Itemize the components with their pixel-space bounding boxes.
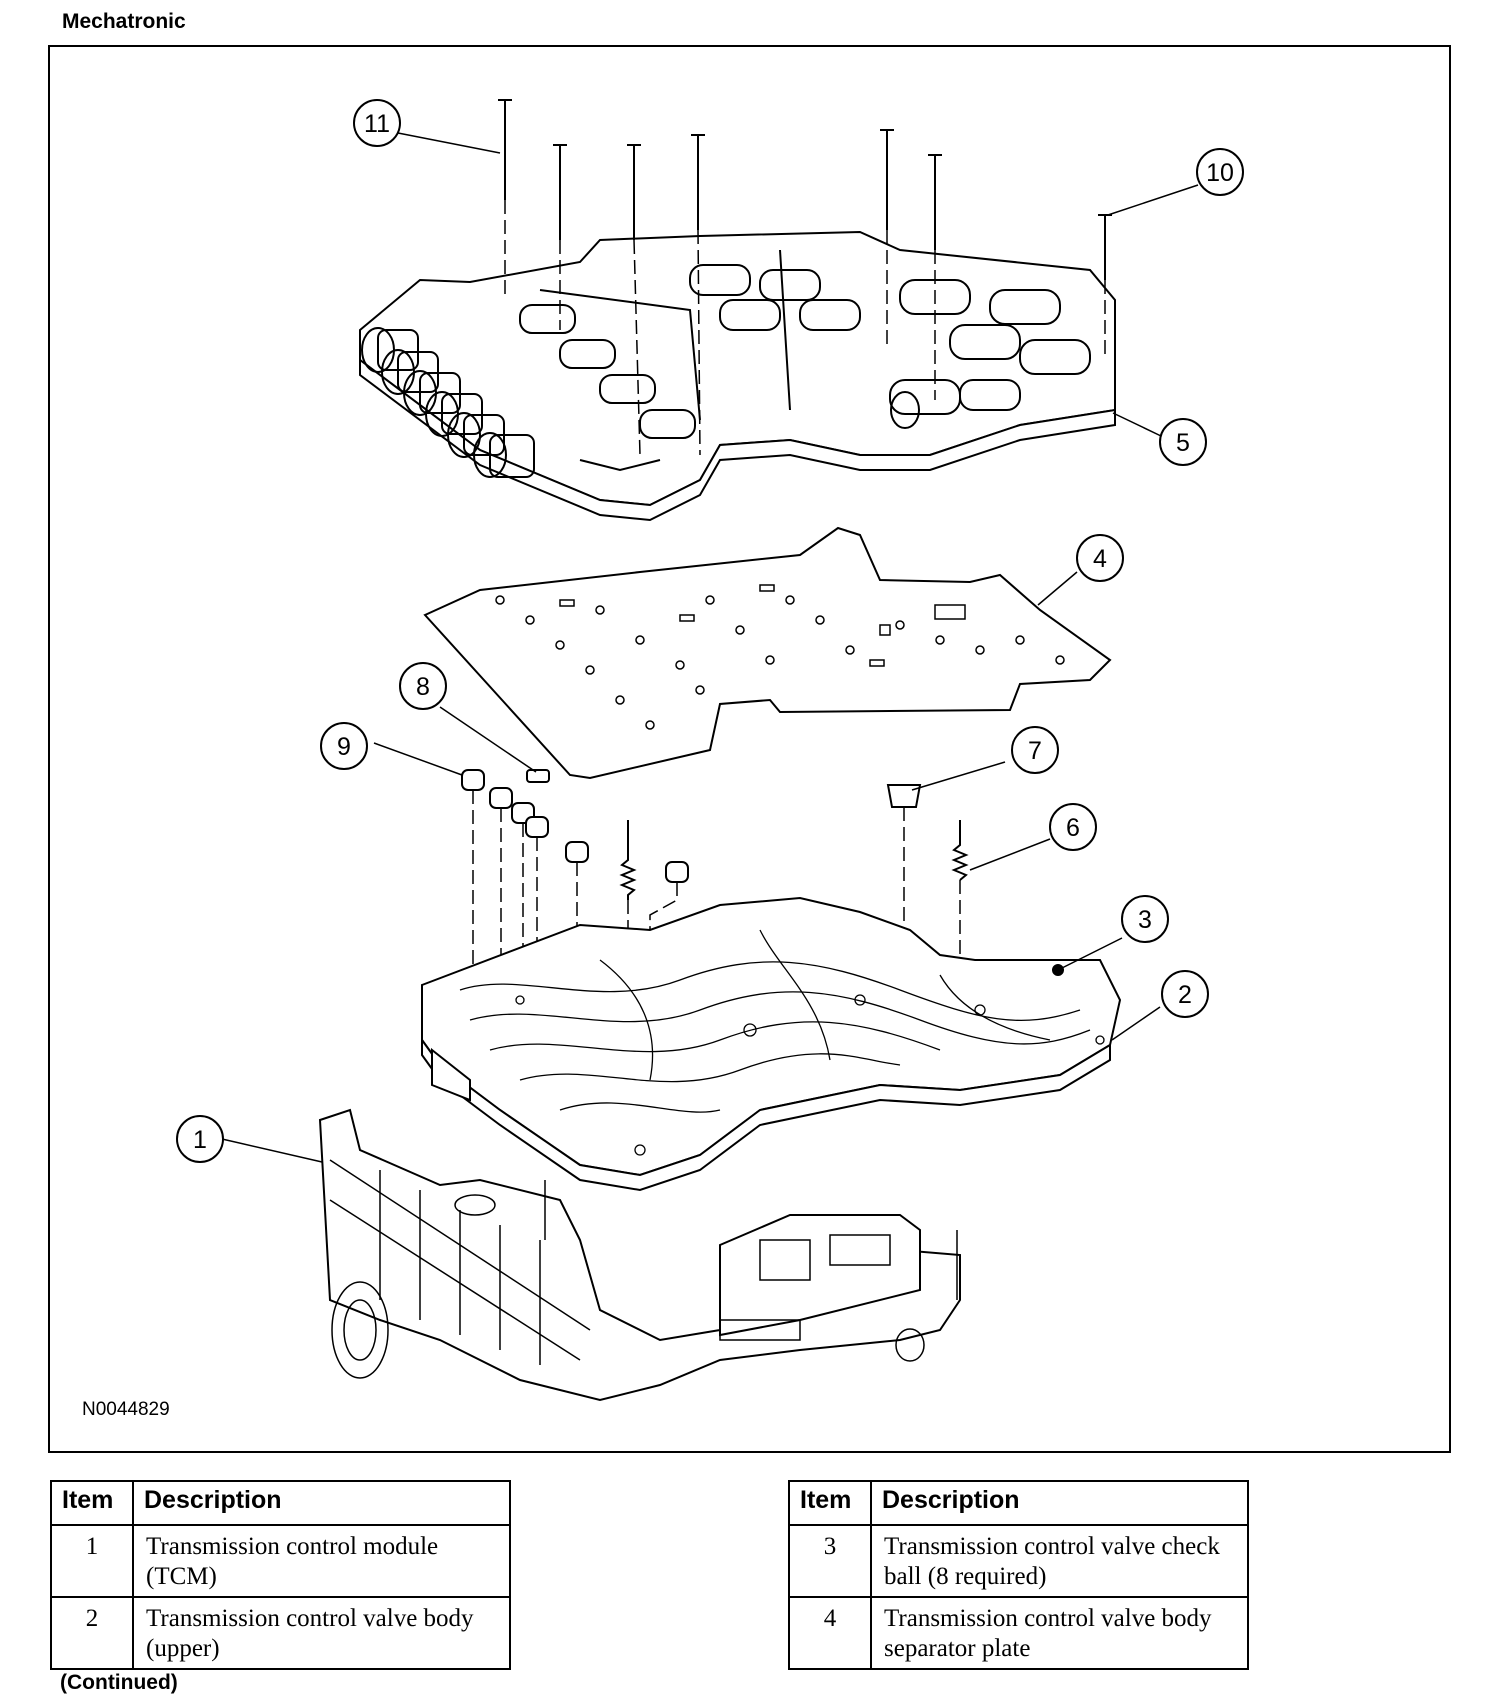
lower-valve-body-drawing <box>421 896 1122 1192</box>
tcm-drawing <box>318 1108 961 1402</box>
item-number: 1 <box>50 1524 134 1598</box>
callout-circle-10 <box>1196 148 1244 196</box>
item-number: 2 <box>50 1596 134 1670</box>
callout-circle-1 <box>176 1115 224 1163</box>
tcm-details <box>329 1159 958 1379</box>
figure-id: N0044829 <box>82 1399 170 1420</box>
legend-header-item: Item <box>788 1480 872 1526</box>
callout-label-1: 1 <box>193 1126 207 1154</box>
callout-circle-11 <box>353 99 401 147</box>
legend-header-item: Item <box>50 1480 134 1526</box>
solenoid-row-middle <box>519 264 861 439</box>
callout-label-8: 8 <box>416 673 430 701</box>
callout-label-9: 9 <box>337 733 351 761</box>
legend-table-right: Item Description 3 Transmission control … <box>788 1480 1249 1670</box>
callout-circle-2 <box>1161 970 1209 1018</box>
figure-frame <box>48 45 1451 1453</box>
callout-circle-8 <box>399 662 447 710</box>
callout-circle-7 <box>1011 726 1059 774</box>
callout-circle-9 <box>320 722 368 770</box>
separator-plate-drawing <box>423 526 1112 780</box>
table-row: 2 Transmission control valve body (upper… <box>50 1596 511 1670</box>
continued-note: (Continued) <box>60 1671 178 1694</box>
page-title: Mechatronic <box>62 10 186 33</box>
callout-label-2: 2 <box>1178 981 1192 1009</box>
callout-label-6: 6 <box>1066 814 1080 842</box>
item-description: Transmission control valve check ball (8… <box>870 1524 1249 1598</box>
callout-label-7: 7 <box>1028 737 1042 765</box>
solenoid-row-left <box>361 327 535 478</box>
table-row: 4 Transmission control valve body separa… <box>788 1596 1249 1670</box>
callout-label-5: 5 <box>1176 429 1190 457</box>
table-row: 3 Transmission control valve check ball … <box>788 1524 1249 1598</box>
plate-holes <box>495 584 1065 730</box>
callout-label-3: 3 <box>1138 906 1152 934</box>
table-row: 1 Transmission control module (TCM) <box>50 1524 511 1598</box>
lower-body-channels <box>459 929 1105 1156</box>
bolts <box>498 99 1112 280</box>
callout-label-10: 10 <box>1206 159 1234 187</box>
item-description: Transmission control valve body (upper) <box>132 1596 511 1670</box>
check-ball-marker <box>1052 964 1064 976</box>
callouts <box>176 99 1244 1163</box>
callout-label-11: 11 <box>364 110 390 138</box>
callout-circle-6 <box>1049 803 1097 851</box>
legend-table-left: Item Description 1 Transmission control … <box>50 1480 511 1670</box>
legend-header-description: Description <box>132 1480 511 1526</box>
exploded-diagram: 11 10 5 4 8 9 7 6 3 2 1 <box>176 99 1244 1402</box>
item-number: 4 <box>788 1596 872 1670</box>
callout-label-4: 4 <box>1093 545 1107 573</box>
callout-circle-3 <box>1121 895 1169 943</box>
check-valve-parts <box>461 769 969 900</box>
callout-circle-4 <box>1076 534 1124 582</box>
item-description: Transmission control valve body separato… <box>870 1596 1249 1670</box>
legend-header-description: Description <box>870 1480 1249 1526</box>
upper-valve-body-drawing <box>359 230 1116 522</box>
bolt-centerlines <box>504 200 1106 456</box>
item-number: 3 <box>788 1524 872 1598</box>
item-description: Transmission control module (TCM) <box>132 1524 511 1598</box>
callout-circle-5 <box>1159 418 1207 466</box>
leader-lines <box>221 132 1199 1163</box>
